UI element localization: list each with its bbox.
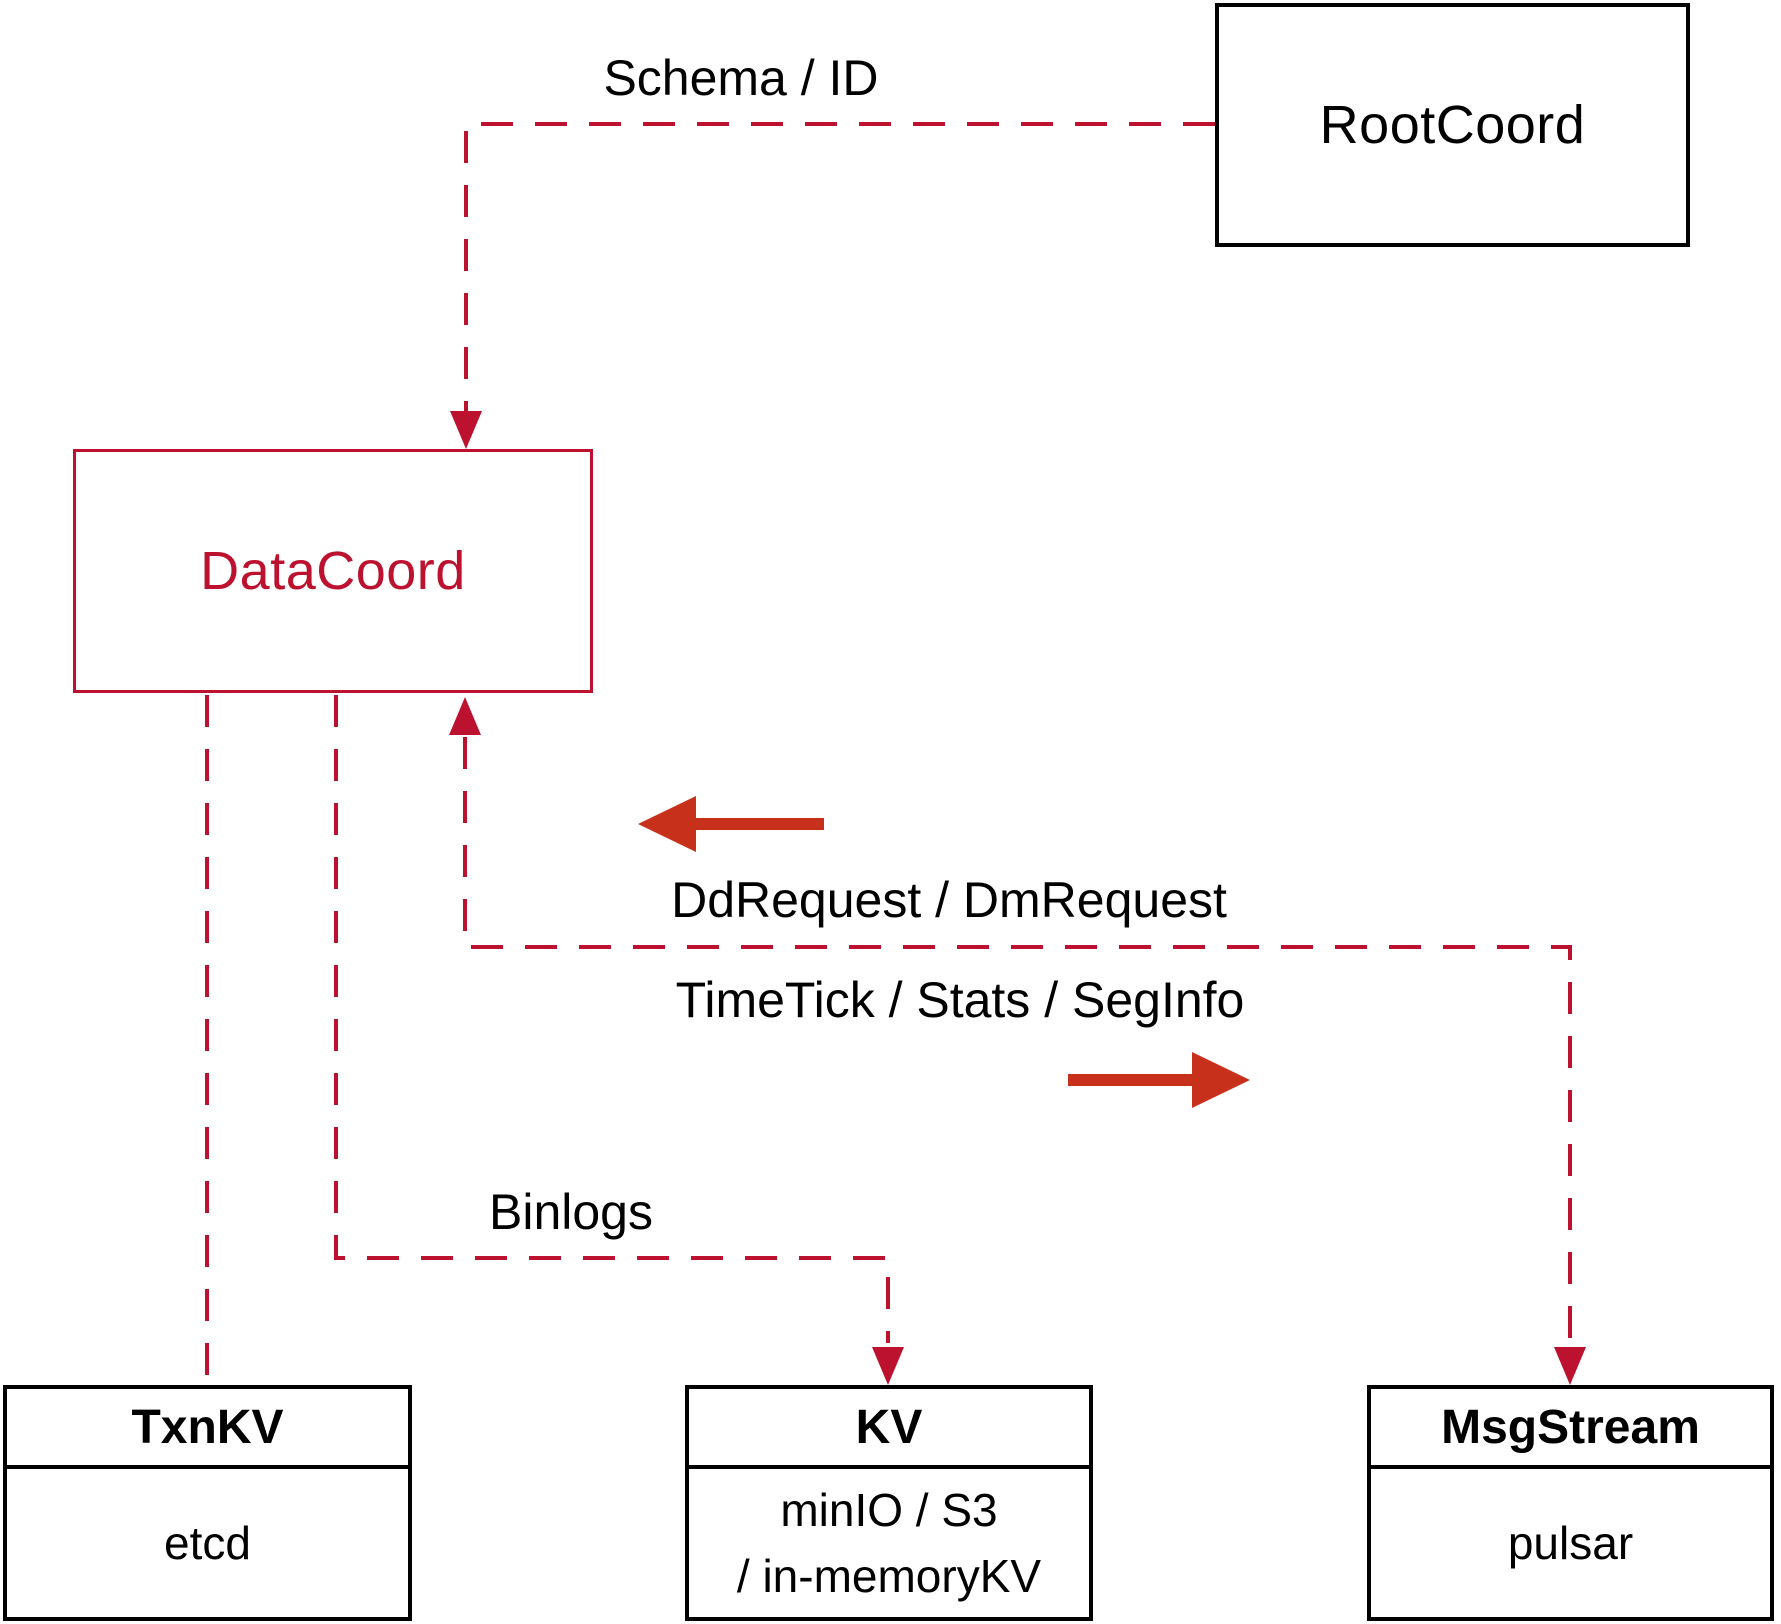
left-direction-arrow — [638, 796, 824, 852]
kv-body-line1: minIO / S3 — [780, 1484, 998, 1536]
datacoord-label: DataCoord — [200, 541, 466, 601]
node-kv: KV minIO / S3 / in-memoryKV — [685, 1385, 1093, 1621]
arrowhead-into-kv-top — [872, 1347, 904, 1385]
arrowhead-into-msgstream-top — [1554, 1347, 1586, 1385]
kv-body-line2: / in-memoryKV — [736, 1550, 1042, 1602]
arrowhead-into-datacoord-top — [450, 411, 482, 449]
msgstream-title: MsgStream — [1371, 1389, 1770, 1469]
edge-schema-id-line — [464, 122, 1215, 411]
txnkv-title: TxnKV — [7, 1389, 408, 1469]
arrowhead-into-datacoord-bottom — [449, 697, 481, 735]
node-msgstream: MsgStream pulsar — [1367, 1385, 1774, 1621]
txnkv-body: etcd — [164, 1517, 251, 1569]
edge-label-dd-request: DdRequest / DmRequest — [671, 872, 1227, 928]
edge-binlogs-line — [334, 695, 890, 1343]
kv-title: KV — [689, 1389, 1089, 1469]
msgstream-body: pulsar — [1507, 1517, 1634, 1569]
edge-label-binlogs: Binlogs — [489, 1184, 653, 1240]
edge-label-time-tick: TimeTick / Stats / SegInfo — [675, 972, 1245, 1028]
edge-label-schema-id: Schema / ID — [603, 50, 879, 106]
node-rootcoord: RootCoord — [1215, 3, 1690, 247]
rootcoord-label: RootCoord — [1319, 95, 1586, 155]
right-direction-arrow — [1068, 1052, 1250, 1108]
node-txnkv: TxnKV etcd — [3, 1385, 412, 1621]
edge-msgstream-datacoord-line — [463, 737, 1572, 1343]
node-datacoord: DataCoord — [73, 449, 593, 693]
